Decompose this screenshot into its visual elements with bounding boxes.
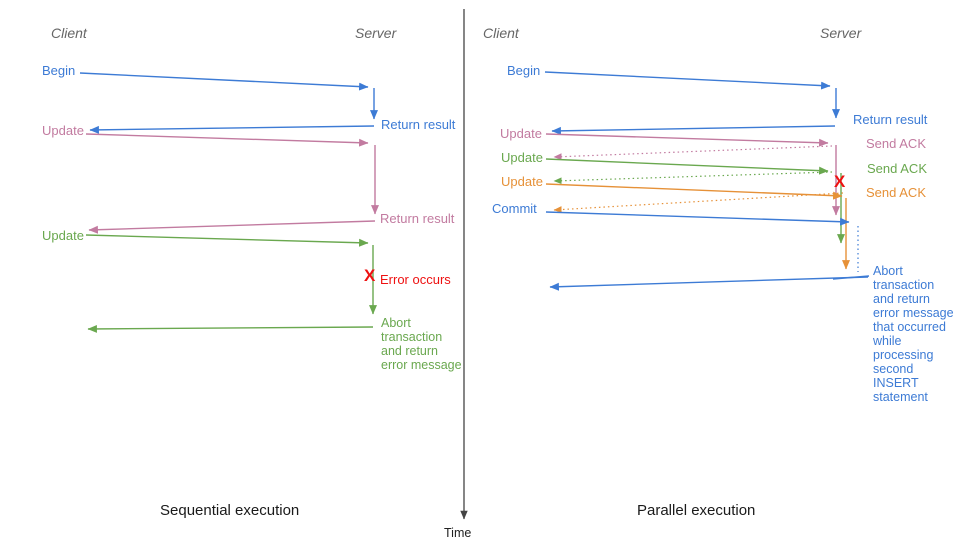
par-abort-message: Abort transaction and return error messa… <box>873 264 954 404</box>
par-send-ack-3-arrow <box>553 192 844 213</box>
seq-return-result-1-label: Return result <box>381 117 456 132</box>
seq-abort-return-arrow <box>87 324 374 333</box>
seq-update-2-request-arrow <box>85 234 369 247</box>
par-commit-request-arrow <box>545 211 850 226</box>
par-return-result-label: Return result <box>853 112 928 127</box>
par-send-ack-2-label: Send ACK <box>867 161 927 176</box>
par-send-ack-1-label: Send ACK <box>866 136 926 151</box>
seq-server-label: Server <box>355 25 397 41</box>
seq-abort-message: Abort transaction and return error messa… <box>381 316 462 372</box>
seq-client-label: Client <box>51 25 87 41</box>
par-update-2-label: Update <box>501 150 543 165</box>
par-send-ack-1-arrow <box>553 145 833 161</box>
seq-return-result-2-label: Return result <box>380 211 455 226</box>
seq-begin-request-arrow <box>79 72 369 91</box>
par-abort-return-arrow <box>549 276 869 291</box>
seq-error-x-icon: X <box>364 266 376 285</box>
par-caption: Parallel execution <box>637 502 756 519</box>
par-send-ack-3-label: Send ACK <box>866 185 926 200</box>
par-server-label: Server <box>820 25 862 41</box>
par-begin-label: Begin <box>507 63 541 78</box>
par-send-ack-2-arrow <box>553 171 833 185</box>
seq-error-occurs-label: Error occurs <box>380 272 451 287</box>
par-begin-request-arrow <box>544 71 831 90</box>
par-return-result-arrow <box>551 125 836 135</box>
seq-update-2-label: Update <box>42 228 84 243</box>
seq-caption: Sequential execution <box>160 502 300 519</box>
par-update-1-label: Update <box>500 126 542 141</box>
par-update-1-request-arrow <box>545 133 829 147</box>
par-error-x-icon: X <box>834 172 846 191</box>
par-update-2-request-arrow <box>545 158 829 175</box>
seq-return-result-2-arrow <box>88 220 376 234</box>
seq-return-result-1-arrow <box>89 125 375 134</box>
par-update-3-label: Update <box>501 174 543 189</box>
seq-update-1-label: Update <box>42 123 84 138</box>
seq-update-1-request-arrow <box>85 133 369 147</box>
par-client-label: Client <box>483 25 519 41</box>
par-commit-label: Commit <box>492 201 537 216</box>
par-update-3-request-arrow <box>545 183 843 200</box>
seq-begin-label: Begin <box>42 63 76 78</box>
time-axis-label: Time <box>444 526 472 540</box>
